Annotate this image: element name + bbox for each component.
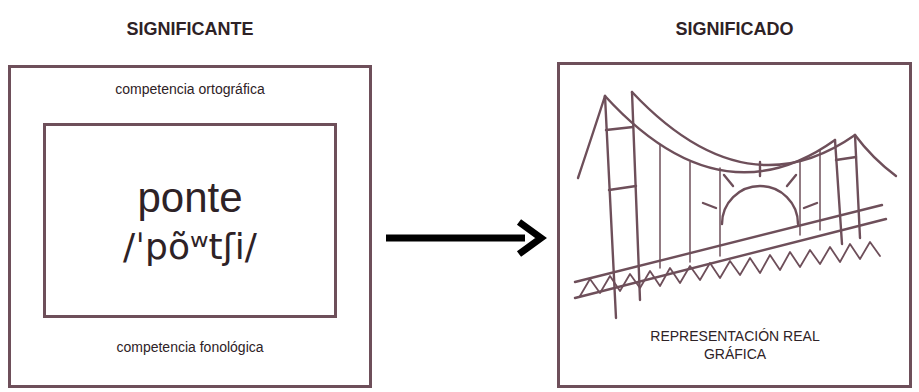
phonetic-text: /ˈpõʷtʃi/ (123, 226, 257, 267)
word-text: ponte (137, 174, 242, 222)
section-heading: SIGNIFICANTE (0, 18, 389, 41)
caption-label: REPRESENTACIÓN REAL GRÁFICA (635, 327, 835, 363)
competence-label: competencia ortográfica (115, 80, 265, 98)
competence-label: competencia fonológica (115, 338, 265, 356)
signifier-box: SIGNIFICANTEcompetencia ortográficacompe… (8, 65, 372, 388)
word-box: ponte/ˈpõʷtʃi/ (43, 123, 337, 318)
signified-box: SIGNIFICADOREPRESENTACIÓN REAL GRÁFICA (557, 62, 912, 388)
arrow-connector (386, 222, 541, 254)
section-heading: SIGNIFICADO (540, 18, 919, 41)
